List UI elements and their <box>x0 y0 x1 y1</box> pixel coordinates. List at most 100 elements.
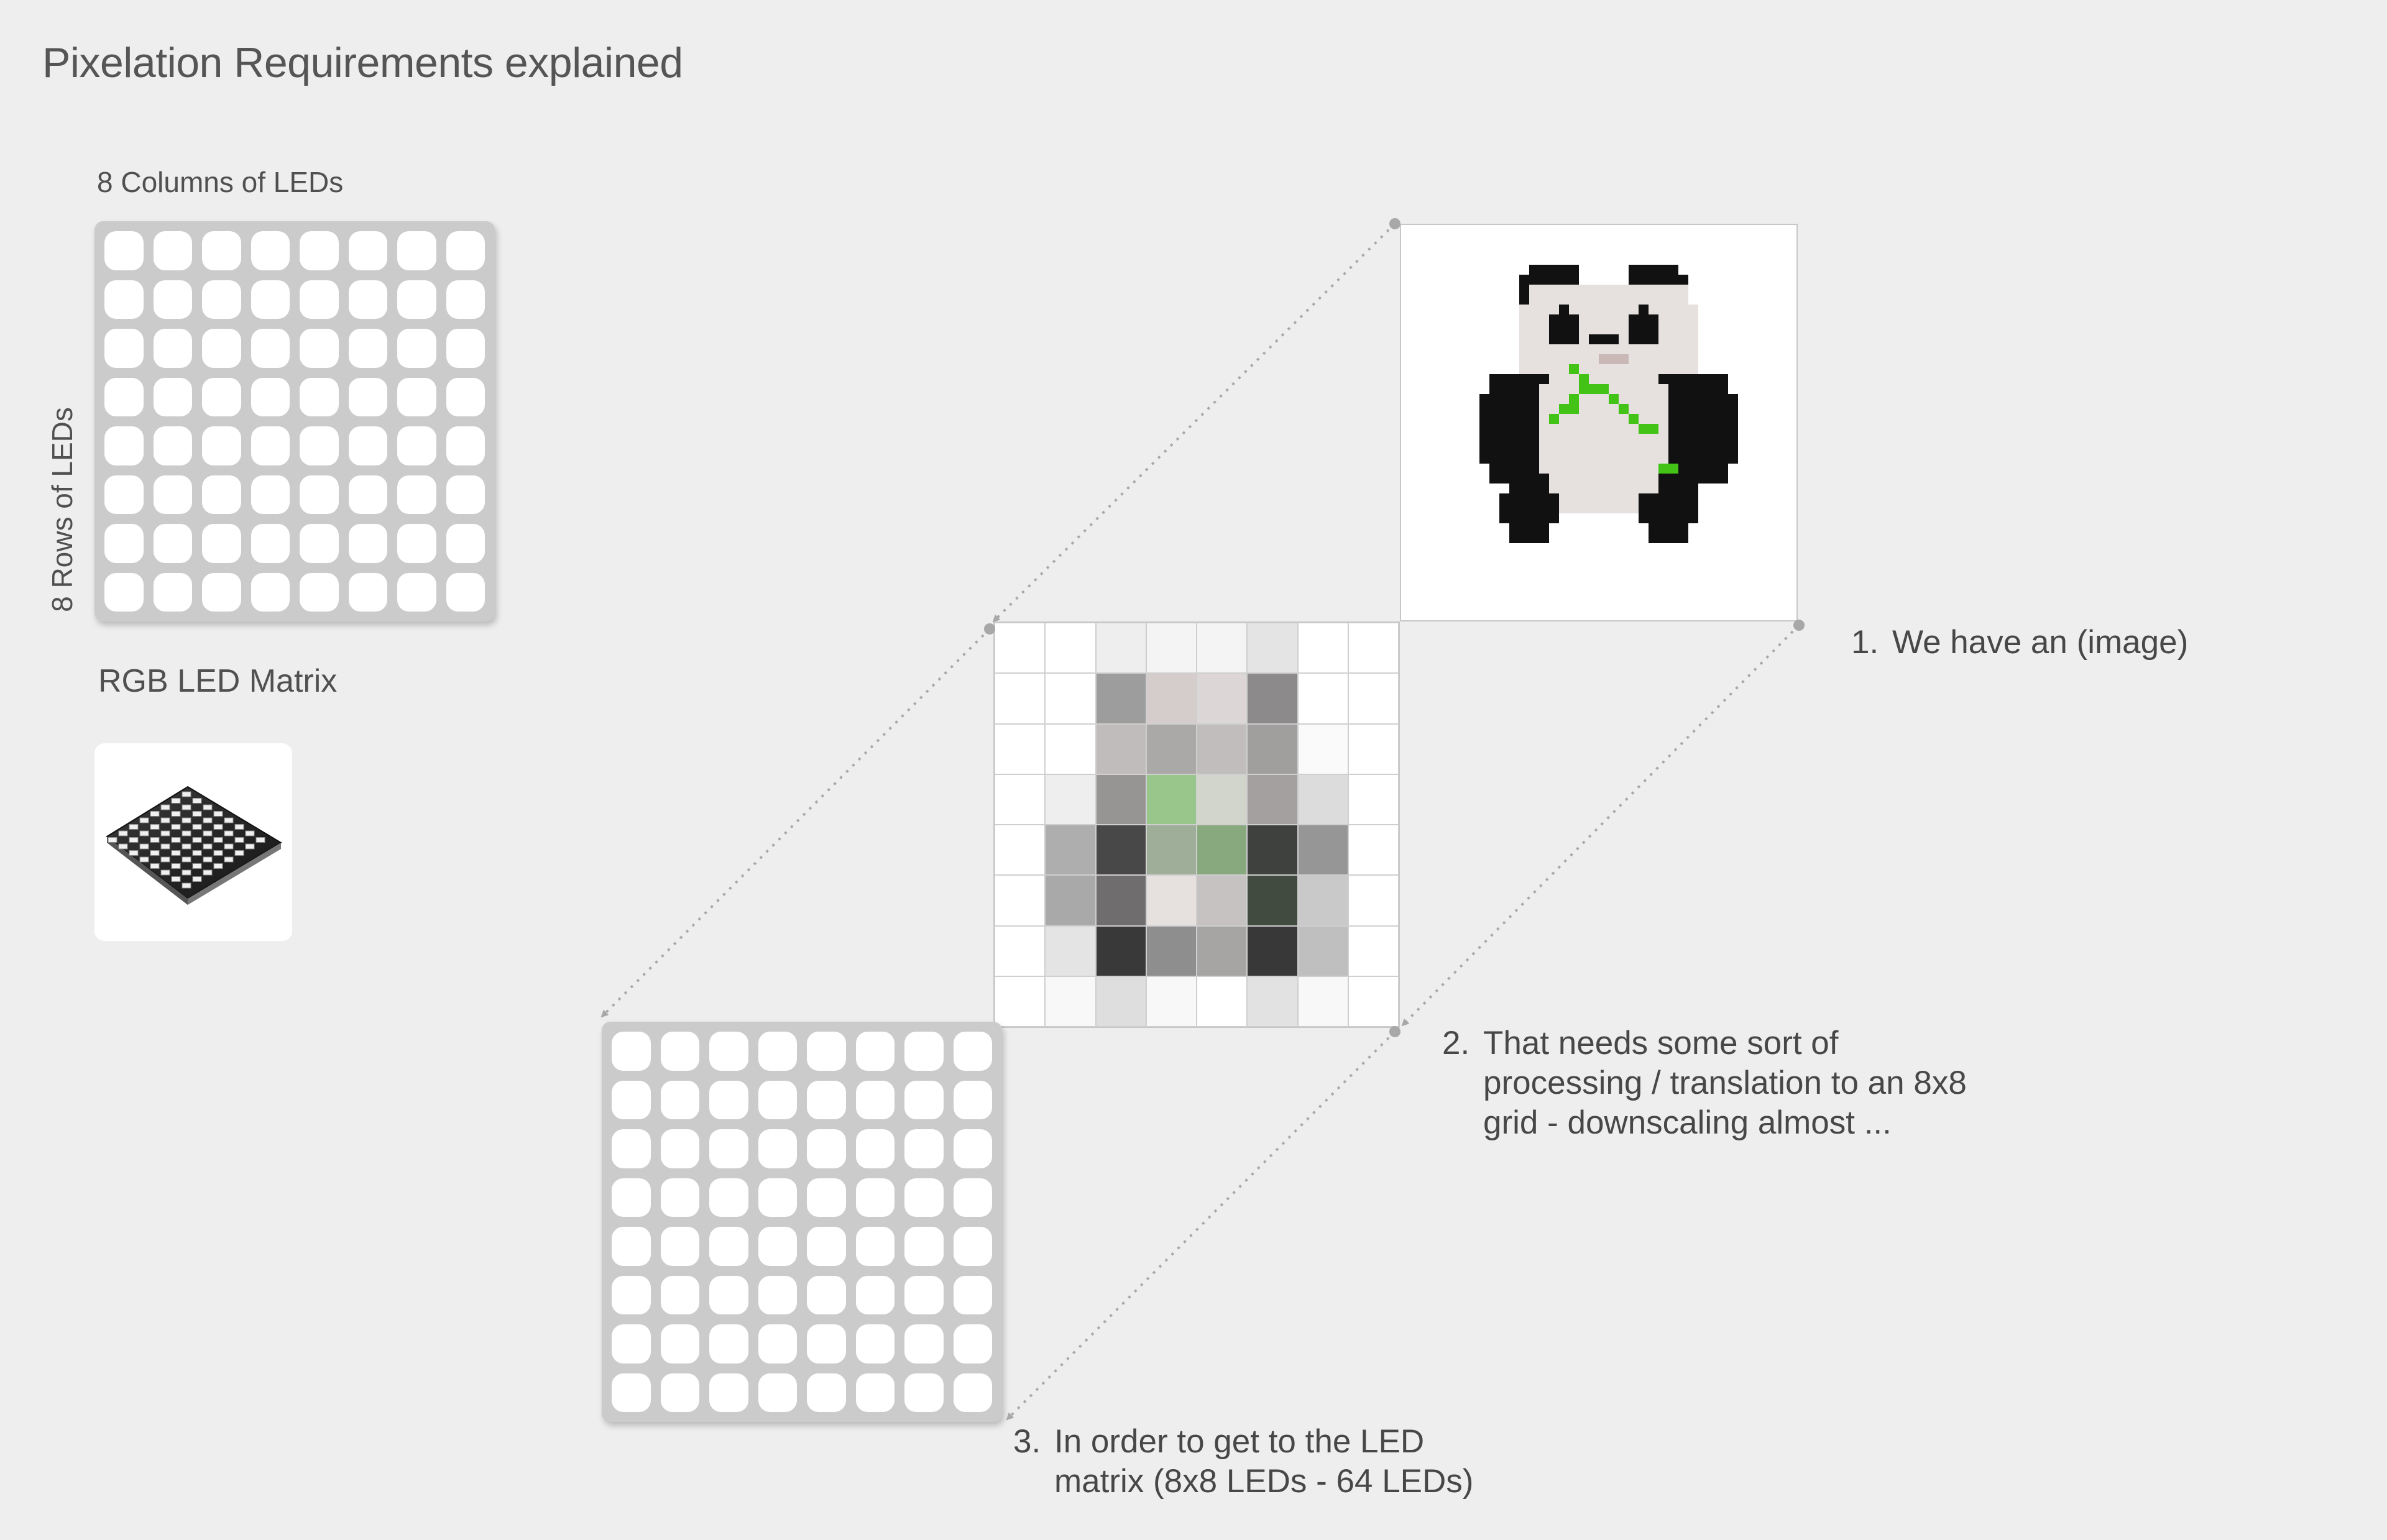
led <box>202 329 241 368</box>
step-2-line-3: grid - downscaling almost ... <box>1483 1104 1892 1141</box>
led <box>202 377 241 416</box>
led <box>446 377 485 416</box>
led-matrix-top <box>94 221 495 621</box>
led <box>953 1129 992 1168</box>
pixel-cell <box>1045 825 1096 876</box>
step-1-number: 1. <box>1851 624 1879 661</box>
led <box>758 1129 797 1168</box>
led <box>953 1373 992 1412</box>
led <box>348 426 387 465</box>
led <box>153 231 192 270</box>
led <box>300 524 339 563</box>
led <box>660 1178 699 1217</box>
led <box>397 377 436 416</box>
led <box>612 1129 651 1168</box>
page-title: Pixelation Requirements explained <box>42 39 683 86</box>
led <box>709 1032 748 1071</box>
led <box>904 1080 944 1119</box>
led <box>397 329 436 368</box>
step-2-line-2: processing / translation to an 8x8 <box>1483 1065 1967 1101</box>
pixel-cell <box>1146 925 1197 976</box>
led <box>446 231 485 270</box>
led <box>855 1373 895 1412</box>
led <box>758 1373 797 1412</box>
pixel-cell <box>995 976 1046 1027</box>
panda-image-frame <box>1400 224 1798 621</box>
pixel-cell <box>1095 825 1146 876</box>
pixel-cell <box>1045 774 1096 825</box>
led <box>104 329 144 368</box>
led <box>904 1129 944 1168</box>
led <box>153 329 192 368</box>
pixel-cell <box>1095 976 1146 1027</box>
step-3-line-2: matrix (8x8 LEDs - 64 LEDs) <box>1054 1463 1474 1500</box>
led <box>348 475 387 514</box>
pixel-cell <box>1095 723 1146 774</box>
led <box>104 475 144 514</box>
pixel-cell <box>1297 723 1348 774</box>
panda-pixel-art-icon <box>1479 265 1738 543</box>
led <box>709 1227 748 1266</box>
pixel-cell <box>1197 723 1248 774</box>
pixel-cell <box>1297 875 1348 926</box>
pixel-cell <box>1146 723 1197 774</box>
pixel-cell <box>1197 825 1248 876</box>
led <box>446 280 485 319</box>
step-1-annotation: 1. We have an (image) <box>1851 623 2311 666</box>
pixel-cell <box>1247 673 1298 724</box>
led <box>758 1080 797 1119</box>
pixel-cell <box>1197 976 1248 1027</box>
led <box>300 475 339 514</box>
led <box>660 1324 699 1364</box>
led <box>153 572 192 612</box>
pixel-cell <box>1348 875 1399 926</box>
pixel-cell <box>1146 673 1197 724</box>
pixel-cell <box>1297 825 1348 876</box>
led <box>202 572 241 612</box>
led <box>300 231 339 270</box>
pixel-cell <box>1297 976 1348 1027</box>
led <box>397 572 436 612</box>
led <box>855 1178 895 1217</box>
led <box>660 1373 699 1412</box>
pixel-cell <box>1348 925 1399 976</box>
led <box>953 1275 992 1314</box>
led <box>104 377 144 416</box>
pixel-cell <box>995 825 1046 876</box>
pixel-cell <box>1348 723 1399 774</box>
led <box>251 280 290 319</box>
led <box>953 1080 992 1119</box>
led <box>953 1227 992 1266</box>
led <box>397 524 436 563</box>
led <box>251 426 290 465</box>
led <box>446 524 485 563</box>
pixel-cell <box>1045 623 1096 674</box>
pixel-cell <box>1348 623 1399 674</box>
connector-image-top <box>992 222 1396 623</box>
led <box>104 524 144 563</box>
pixel-cell <box>1297 673 1348 724</box>
led <box>612 1275 651 1314</box>
led <box>660 1129 699 1168</box>
pixel-cell <box>1247 723 1298 774</box>
rgb-matrix-label: RGB LED Matrix <box>98 663 338 699</box>
pixel-cell <box>1146 976 1197 1027</box>
pixel-cell <box>995 623 1046 674</box>
pixel-cell <box>1197 875 1248 926</box>
led <box>300 329 339 368</box>
pixel-cell <box>1197 623 1248 674</box>
led <box>807 1129 846 1168</box>
led <box>251 231 290 270</box>
pixelated-8x8-grid <box>993 621 1400 1028</box>
led <box>446 329 485 368</box>
led <box>251 377 290 416</box>
led-matrix-photo-card <box>94 743 292 941</box>
step-2-line-1: That needs some sort of <box>1483 1025 1839 1061</box>
led <box>807 1080 846 1119</box>
pixel-cell <box>1348 673 1399 724</box>
led <box>251 329 290 368</box>
led <box>612 1324 651 1364</box>
led <box>300 377 339 416</box>
pixel-cell <box>1146 774 1197 825</box>
